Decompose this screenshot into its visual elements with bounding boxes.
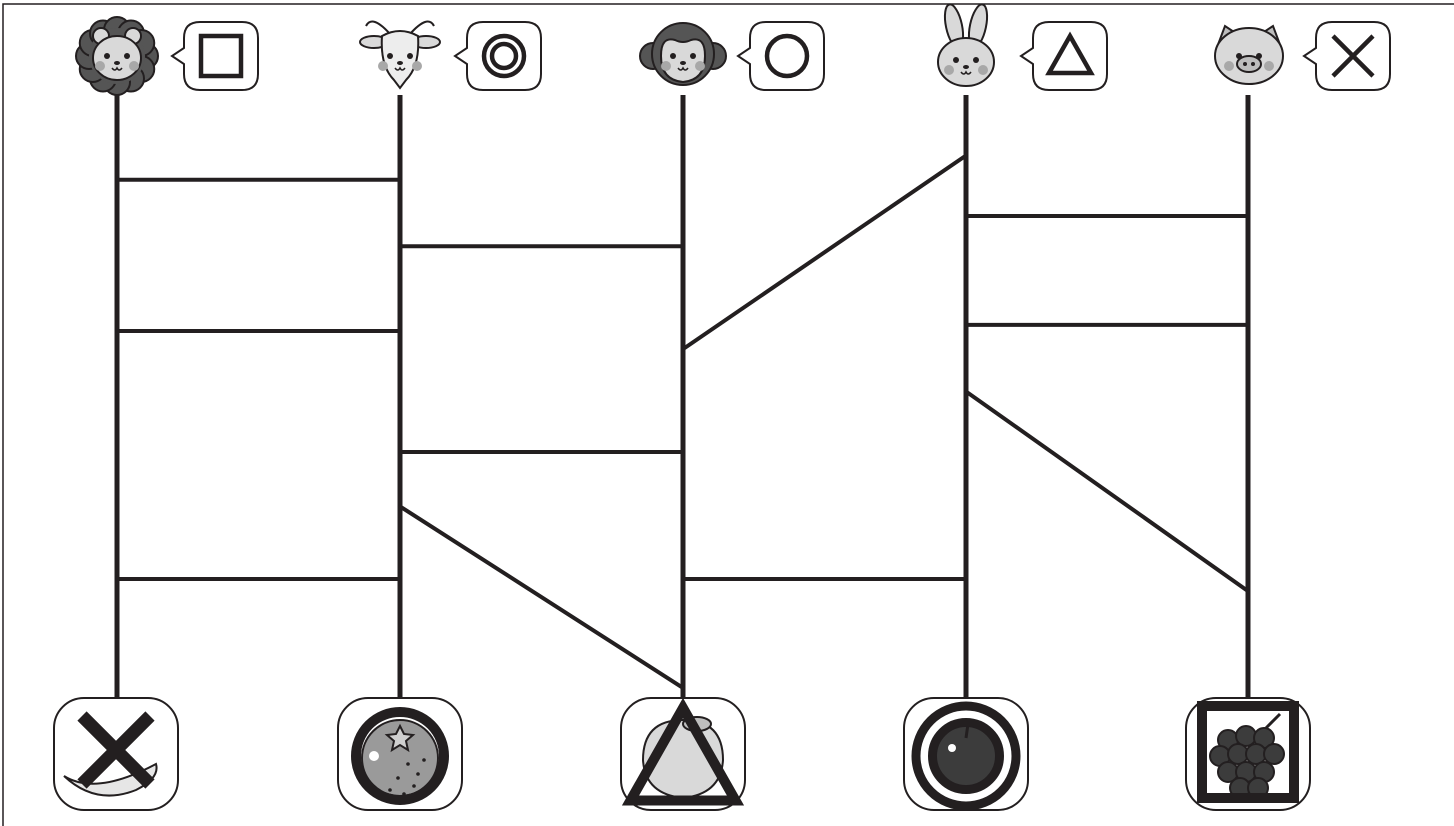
speech-bubble [736,21,825,91]
ladder-rung-11 [964,389,1250,594]
animal-pig [1214,21,1391,91]
frame-border [2,3,1454,826]
ladder-lines [114,95,1251,700]
cross-mark-icon [1331,34,1375,78]
fruit-grapes [1185,697,1311,811]
animal-rabbit-bubble [1019,21,1108,91]
goat-icon [359,20,441,90]
square-mark-icon [198,33,244,79]
circle-mark-icon [351,707,449,805]
animal-goat [359,20,542,91]
monkey-icon [639,22,727,86]
fruit-banana [53,697,179,811]
animal-rabbit [937,3,1108,91]
speech-bubble [1302,21,1391,91]
double-circle-mark-icon [911,701,1021,811]
speech-bubble [453,21,542,91]
square-mark-icon [1197,701,1299,803]
double-circle-mark-icon [481,33,527,79]
animal-goat-bubble [453,21,542,91]
ladder-rung-7 [681,153,968,352]
rabbit-icon [937,3,995,87]
ladder-rung-6 [398,504,685,690]
circle-mark-icon [764,33,810,79]
fruit-peach [620,697,746,811]
animal-lion-bubble [170,21,259,91]
cross-mark-icon [77,711,155,789]
speech-bubble [170,21,259,91]
triangle-mark-icon [1045,31,1095,76]
animal-lion [75,16,259,96]
animal-monkey [639,21,825,91]
speech-bubble [1019,21,1108,91]
triangle-mark-icon [621,697,745,806]
animal-row [75,3,1391,96]
lion-icon [75,16,159,96]
pig-icon [1214,24,1284,85]
fruit-row [53,697,1311,811]
fruit-mandarin [337,697,463,811]
mandarin-icon [361,719,439,797]
animal-pig-bubble [1302,21,1391,91]
fruit-apple [903,697,1029,811]
animal-monkey-bubble [736,21,825,91]
